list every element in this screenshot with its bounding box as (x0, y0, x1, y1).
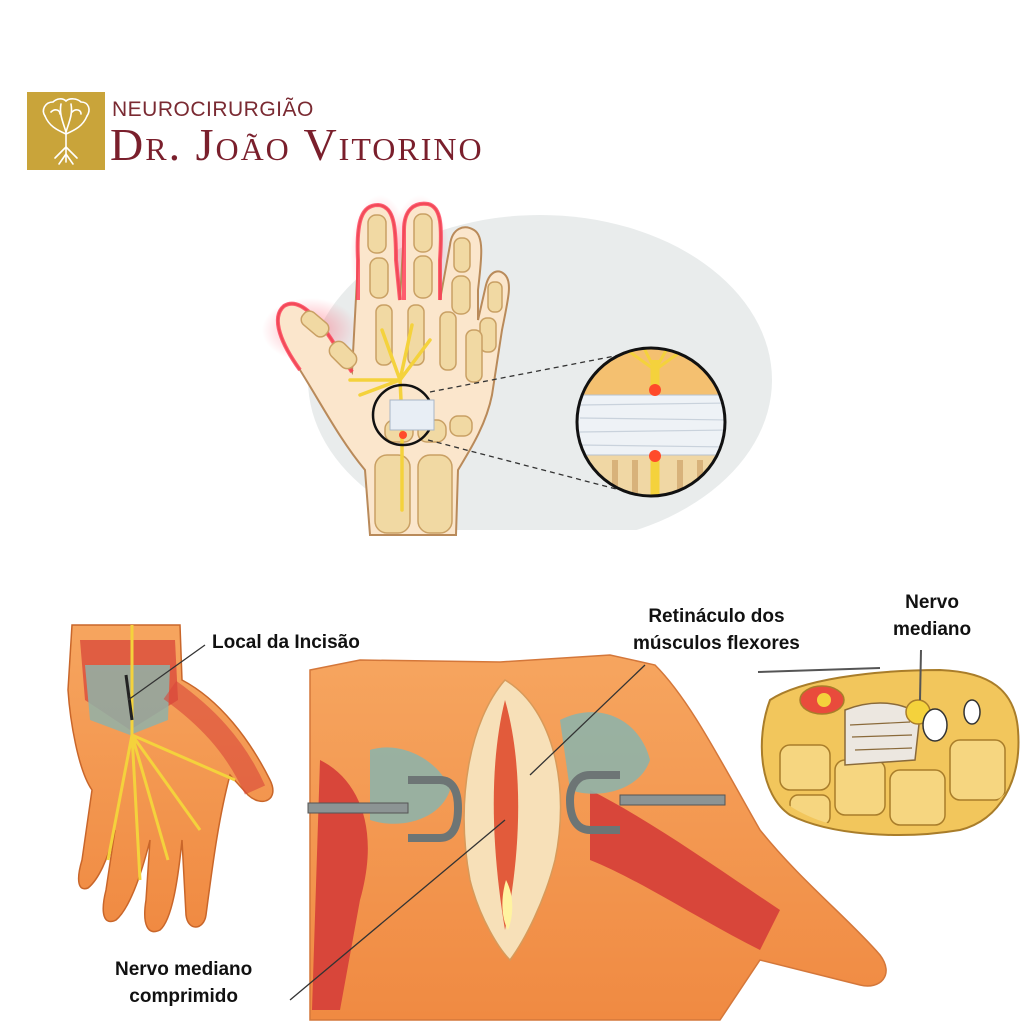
palm-incision-diagram (67, 624, 274, 933)
cross-pointer-left (757, 667, 881, 673)
label-median-line2: mediano (893, 619, 972, 640)
retinaculum-pointer (529, 664, 646, 776)
label-compressed-line1: Nervo mediano (115, 959, 253, 980)
zoom-detail (577, 348, 725, 496)
surgical-view (289, 654, 887, 1021)
hand-diagram (262, 195, 772, 560)
label-retinaculum-line2: músculos flexores (633, 633, 800, 654)
compressed-nerve-pointer (289, 819, 506, 1001)
median-nerve-exposed (493, 700, 519, 930)
logo-subtitle: NEUROCIRURGIÃO (112, 98, 314, 121)
zoom-line-bottom (427, 439, 621, 491)
label-median-line1: Nervo (905, 592, 959, 613)
incision-mark (124, 674, 134, 721)
palm-retinaculum (85, 665, 170, 735)
logo-title: Dr. João Vitorino (110, 119, 484, 170)
retinaculum-small (389, 399, 435, 431)
label-median-nerve: Nervo mediano (893, 589, 971, 643)
label-incision: Local da Incisão (212, 632, 360, 653)
label-compressed-nerve: Nervo mediano comprimido (115, 956, 252, 1010)
cross-pointer-median (919, 649, 922, 701)
wrist-cross-section (757, 649, 1020, 836)
surgical-retractors (307, 771, 726, 842)
label-compressed-line2: comprimido (129, 986, 238, 1007)
logo-emblem (27, 92, 105, 170)
label-retinaculum-line1: Retináculo dos (648, 606, 785, 627)
label-retinaculum: Retináculo dos músculos flexores (633, 603, 800, 657)
incision-pointer (127, 644, 206, 701)
tree-brain-icon (42, 98, 90, 165)
zoom-circle (575, 346, 727, 498)
